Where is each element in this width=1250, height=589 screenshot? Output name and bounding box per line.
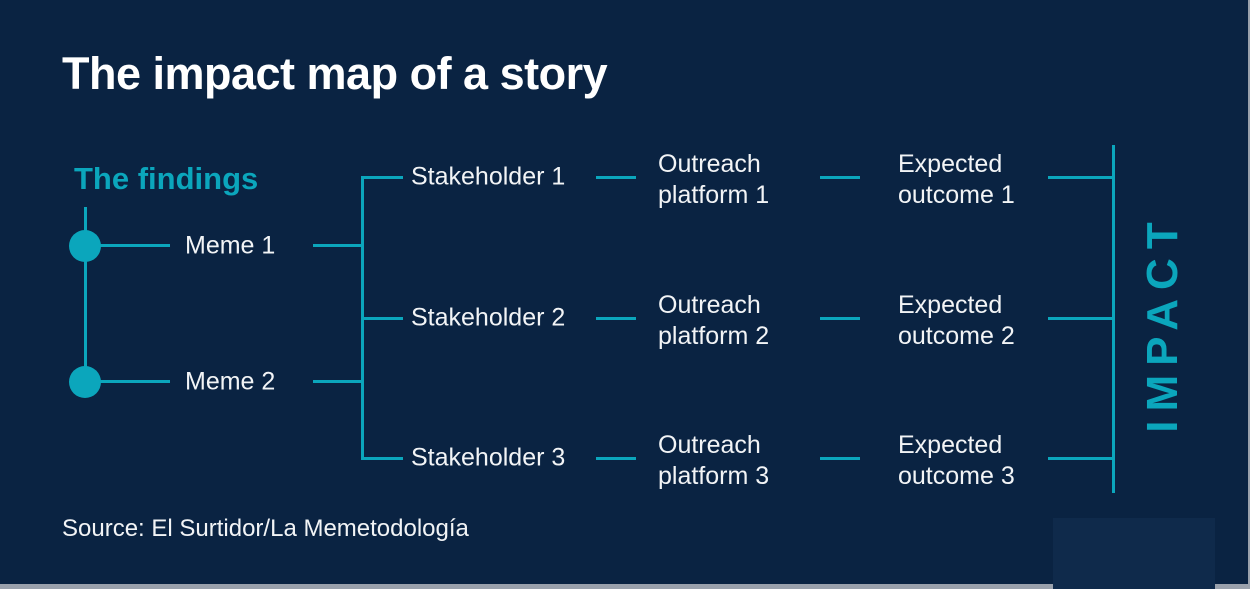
stakeholder-3-stub-line [362,457,403,460]
page-title: The impact map of a story [62,48,608,99]
bottom-right-panel [1053,518,1215,589]
impact-axis-line [1112,145,1115,493]
outreach-3-connector-line [820,457,860,460]
meme-1-label: Meme 1 [185,231,276,260]
outreach-platform-3-label: Outreach platform 3 [658,431,770,490]
meme-1-connector-line [313,244,363,247]
stakeholder-2-stub-line [362,317,403,320]
meme-1-branch-line [99,244,170,247]
stakeholder-1-connector-line [596,176,636,179]
source-note: Source: El Surtidor/La Memetodología [62,515,469,542]
stakeholder-2-connector-line [596,317,636,320]
outreach-platform-2-label: Outreach platform 2 [658,291,770,350]
expected-outcome-1-label: Expected outcome 1 [898,150,1015,209]
meme-2-connector-line [313,380,363,383]
expected-3-connector-line [1048,457,1112,460]
findings-stem-line [84,207,87,382]
outreach-2-connector-line [820,317,860,320]
stakeholder-3-label: Stakeholder 3 [411,443,566,472]
expected-2-connector-line [1048,317,1112,320]
findings-heading: The findings [74,161,259,196]
stakeholder-2-label: Stakeholder 2 [411,303,566,332]
bottom-edge-bar [0,584,1250,589]
expected-outcome-2-label: Expected outcome 2 [898,291,1015,350]
outreach-1-connector-line [820,176,860,179]
expected-1-connector-line [1048,176,1112,179]
outreach-platform-1-label: Outreach platform 1 [658,150,770,209]
meme-1-node-dot [69,230,101,262]
stakeholder-1-stub-line [362,176,403,179]
expected-outcome-3-label: Expected outcome 3 [898,431,1015,490]
stakeholder-1-label: Stakeholder 1 [411,162,566,191]
impact-label: IMPACT [1138,213,1187,433]
meme-2-branch-line [99,380,170,383]
meme-2-node-dot [69,366,101,398]
meme-2-label: Meme 2 [185,367,276,396]
right-edge-bar [1248,0,1250,589]
stakeholder-3-connector-line [596,457,636,460]
